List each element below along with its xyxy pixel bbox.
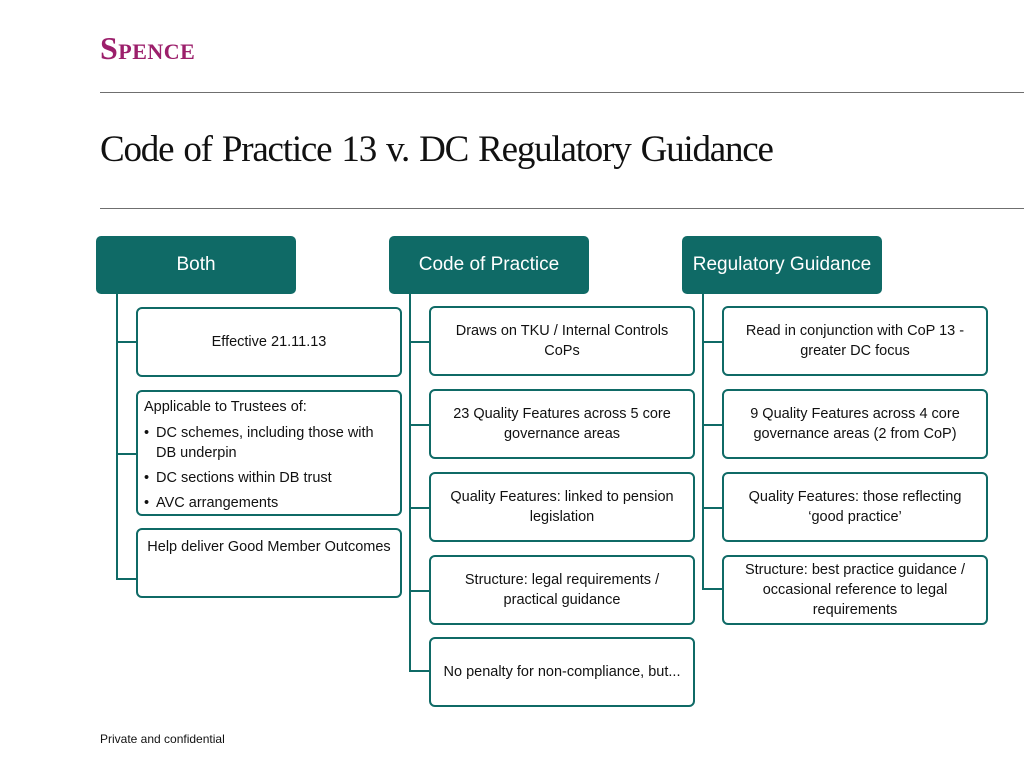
connector-branch [409,424,431,426]
connector-branch [702,424,724,426]
connector-vertical [702,294,704,589]
box-text: 23 Quality Features across 5 core govern… [453,406,671,442]
box-text: Quality Features: linked to pension legi… [450,489,674,525]
connector-branch [409,341,431,343]
connector-branch [702,507,724,509]
connector-branch [702,588,724,590]
column-header-both: Both [96,236,296,294]
bullet-list: DC schemes, including those with DB unde… [144,423,394,513]
connector-vertical [409,294,411,671]
box-draws-on-tku: Draws on TKU / Internal Controls CoPs [429,306,695,376]
connector-branch [116,453,138,455]
box-text: No penalty for non-compliance, but... [443,664,681,680]
column-header-code-of-practice: Code of Practice [389,236,589,294]
box-text: Quality Features: those reflecting ‘good… [748,489,962,525]
box-no-penalty: No penalty for non-compliance, but... [429,637,695,707]
box-quality-features-count: 23 Quality Features across 5 core govern… [429,389,695,459]
column-both: Both Effective 21.11.13 Applicable to Tr… [96,236,402,716]
page-title: Code of Practice 13 v. DC Regulatory Gui… [100,129,774,170]
bullet-item: DC schemes, including those with DB unde… [144,423,394,463]
box-member-outcomes: Help deliver Good Member Outcomes [136,528,402,598]
box-structure: Structure: best practice guidance / occa… [722,555,988,625]
box-quality-features-legislation: Quality Features: linked to pension legi… [429,472,695,542]
footer-confidential: Private and confidential [100,732,225,746]
box-read-in-conjunction: Read in conjunction with CoP 13 - greate… [722,306,988,376]
box-quality-features-count: 9 Quality Features across 4 core governa… [722,389,988,459]
box-text: Read in conjunction with CoP 13 - greate… [745,323,965,359]
bullet-item: DC sections within DB trust [144,468,394,488]
column-code-of-practice: Code of Practice Draws on TKU / Internal… [389,236,695,716]
connector-branch [409,670,431,672]
spence-logo: Spence [100,30,196,66]
box-text: Draws on TKU / Internal Controls CoPs [455,323,669,359]
column-header-regulatory-guidance: Regulatory Guidance [682,236,882,294]
connector-branch [116,578,138,580]
connector-branch [409,507,431,509]
box-structure: Structure: legal requirements / practica… [429,555,695,625]
box-text: Help deliver Good Member Outcomes [147,539,391,555]
box-intro: Applicable to Trustees of: [144,399,307,415]
header-divider [100,92,1024,93]
connector-branch [116,341,138,343]
title-divider [100,208,1024,209]
box-effective-date: Effective 21.11.13 [136,307,402,377]
box-text: Structure: best practice guidance / occa… [744,562,966,618]
box-text: 9 Quality Features across 4 core governa… [750,406,960,442]
box-quality-features-good-practice: Quality Features: those reflecting ‘good… [722,472,988,542]
connector-branch [409,590,431,592]
connector-vertical [116,294,118,579]
box-text: Structure: legal requirements / practica… [464,572,660,608]
bullet-item: AVC arrangements [144,493,394,513]
box-applicable-to: Applicable to Trustees of: DC schemes, i… [136,390,402,516]
box-text: Effective 21.11.13 [211,334,327,350]
column-regulatory-guidance: Regulatory Guidance Read in conjunction … [682,236,988,716]
connector-branch [702,341,724,343]
